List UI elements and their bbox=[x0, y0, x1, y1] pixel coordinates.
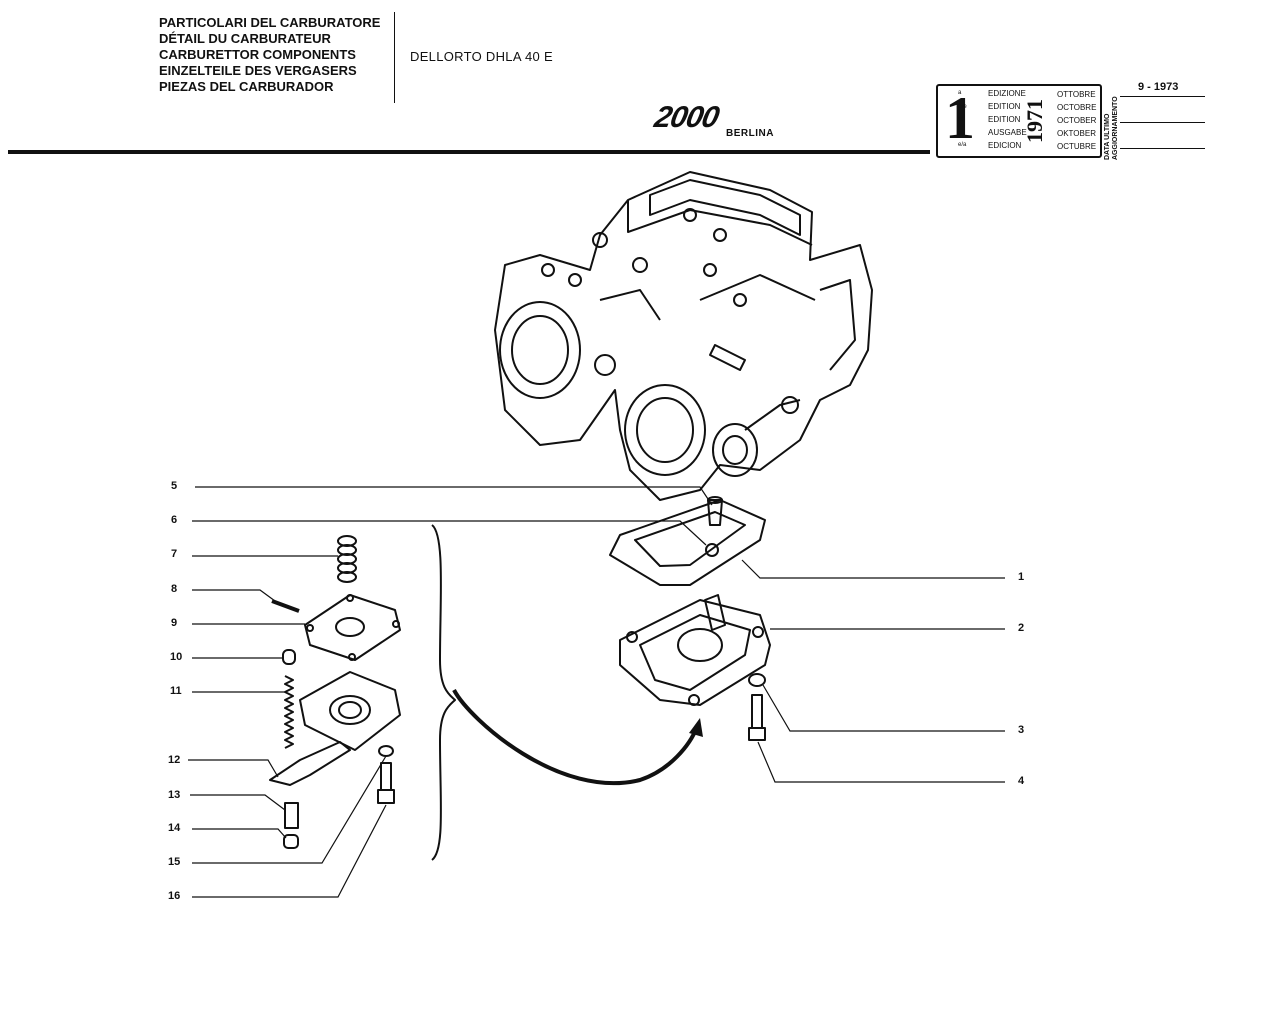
title-it: PARTICOLARI DEL CARBURATORE bbox=[159, 15, 381, 30]
carburettor-model: DELLORTO DHLA 40 E bbox=[410, 49, 553, 64]
edition-suffix: st bbox=[958, 117, 963, 123]
edition-suffix: a bbox=[958, 90, 962, 96]
pump-lever bbox=[269, 741, 351, 786]
title-block: PARTICOLARI DEL CARBURATORE DÉTAIL DU CA… bbox=[159, 15, 380, 95]
edition-suffix: e/a bbox=[958, 142, 967, 148]
update-date: 9 - 1973 bbox=[1138, 81, 1179, 93]
pump-body bbox=[299, 671, 401, 751]
gasket bbox=[609, 499, 766, 586]
pump-diaphragm bbox=[304, 594, 401, 661]
arrow-head bbox=[689, 718, 703, 737]
title-es: PIEZAS DEL CARBURADOR bbox=[159, 79, 334, 94]
update-line bbox=[1120, 122, 1205, 123]
title-fr: DÉTAIL DU CARBURATEUR bbox=[159, 31, 331, 46]
bushing bbox=[282, 649, 296, 665]
group-brace bbox=[431, 524, 456, 861]
pin bbox=[271, 599, 300, 613]
pump-spring bbox=[337, 535, 357, 583]
nut bbox=[283, 834, 299, 849]
callout-8: 8 bbox=[171, 583, 178, 595]
edition-month: OKTOBER bbox=[1057, 129, 1096, 138]
header-rule bbox=[8, 150, 930, 154]
edition-month: OTTOBRE bbox=[1057, 90, 1096, 99]
edition-month: OCTOBER bbox=[1057, 116, 1097, 125]
callout-5: 5 bbox=[171, 480, 178, 492]
update-line bbox=[1120, 148, 1205, 149]
pump-cover bbox=[619, 594, 771, 706]
edition-suffix: . bbox=[958, 129, 960, 135]
title-de: EINZELTEILE DES VERGASERS bbox=[159, 63, 357, 78]
callout-15: 15 bbox=[168, 856, 181, 868]
leader-lines bbox=[188, 486, 1005, 898]
edition-label: AUSGABE bbox=[988, 128, 1027, 137]
edition-month: OCTUBRE bbox=[1057, 142, 1097, 151]
callout-4: 4 bbox=[1018, 775, 1025, 787]
assembly-arrow bbox=[452, 689, 699, 786]
callout-3: 3 bbox=[1018, 724, 1025, 736]
edition-label: EDITION bbox=[988, 102, 1021, 111]
small-washer bbox=[378, 745, 394, 757]
edition-suffix: ere bbox=[958, 104, 967, 110]
washer bbox=[748, 673, 766, 687]
edition-box bbox=[936, 84, 1102, 158]
callout-7: 7 bbox=[171, 548, 178, 560]
carburettor-body bbox=[494, 171, 873, 501]
callout-9: 9 bbox=[171, 617, 178, 629]
title-en: CARBURETTOR COMPONENTS bbox=[159, 47, 356, 62]
callout-10: 10 bbox=[170, 651, 183, 663]
edition-label: EDICION bbox=[988, 141, 1022, 150]
edition-label: EDITION bbox=[988, 115, 1021, 124]
cover-screw bbox=[748, 694, 766, 741]
edition-month: OCTOBRE bbox=[1057, 103, 1097, 112]
callout-14: 14 bbox=[168, 822, 181, 834]
callout-1: 1 bbox=[1018, 571, 1025, 583]
update-line bbox=[1120, 96, 1205, 97]
callout-13: 13 bbox=[168, 789, 181, 801]
model-variant: BERLINA bbox=[726, 128, 774, 139]
callout-2: 2 bbox=[1018, 622, 1025, 634]
title-separator bbox=[394, 12, 395, 103]
adjusting-screw bbox=[284, 802, 299, 829]
callout-6: 6 bbox=[171, 514, 178, 526]
edition-number: 1 bbox=[945, 85, 975, 151]
edition-label: EDIZIONE bbox=[988, 89, 1026, 98]
lever-spring bbox=[284, 675, 294, 749]
callout-11: 11 bbox=[170, 685, 182, 697]
callout-12: 12 bbox=[168, 754, 181, 766]
small-screw bbox=[377, 762, 395, 804]
callout-16: 16 bbox=[168, 890, 181, 902]
